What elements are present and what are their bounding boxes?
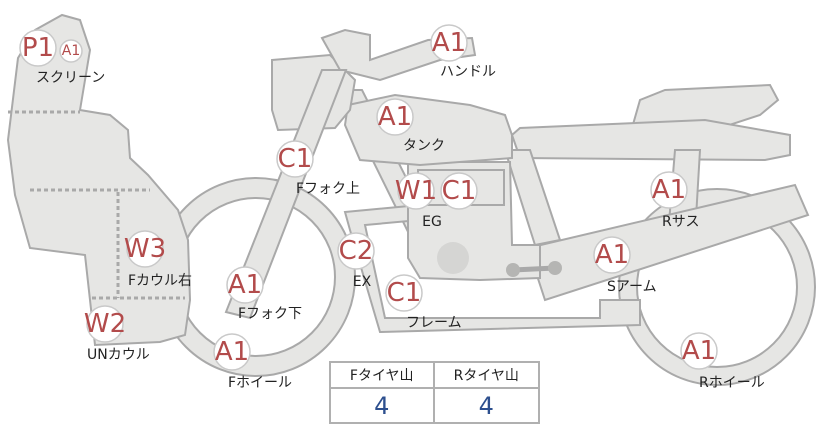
engine-plug-shape — [437, 242, 469, 274]
part-label: ハンドル — [440, 64, 496, 80]
grade-badge — [213, 333, 251, 371]
grade-badge — [650, 171, 688, 209]
grade-code: C1 — [278, 144, 313, 174]
part-label: タンク — [403, 138, 445, 154]
part-label: フレーム — [406, 315, 462, 331]
grade-code: C1 — [387, 278, 422, 308]
grade-code: P1 — [22, 33, 54, 63]
grade-code: W1 — [395, 176, 437, 206]
grade-badge — [430, 24, 468, 62]
part-label: Rサス — [662, 214, 699, 230]
grade-badge — [126, 230, 164, 268]
front-tire-value: 4 — [331, 389, 435, 422]
front-tire-header: Fタイヤ山 — [331, 363, 435, 389]
grade-code: A1 — [378, 102, 412, 132]
grade-code: A1 — [228, 270, 262, 300]
grade-code: A1 — [682, 336, 716, 366]
tank-shape — [343, 93, 513, 167]
grade-badge — [59, 39, 83, 63]
part-label: Fフォク下 — [238, 306, 302, 322]
seat-shape — [510, 118, 791, 162]
grade-badge — [337, 232, 375, 270]
rear-tire-header: Rタイヤ山 — [434, 363, 538, 389]
grade-badge — [385, 274, 423, 312]
grade-badge — [593, 236, 631, 274]
grade-code: A1 — [432, 28, 466, 58]
grade-code: A1 — [652, 175, 686, 205]
part-handle: A1 ハンドル — [430, 24, 496, 80]
part-label: UNカウル — [87, 347, 150, 363]
part-label: Rホイール — [699, 375, 765, 391]
part-label: Fフォク上 — [296, 181, 360, 197]
grade-badge — [680, 332, 718, 370]
grade-code: A1 — [595, 240, 629, 270]
grade-code: C2 — [339, 236, 374, 266]
tire-tread-table: Fタイヤ山 Rタイヤ山 4 4 — [329, 361, 540, 424]
part-label: EX — [353, 274, 372, 290]
grade-code: A1 — [62, 43, 80, 59]
grade-badge — [226, 266, 264, 304]
grade-badge — [276, 140, 314, 178]
rear-tire-value: 4 — [478, 391, 494, 420]
swingarm-shape — [526, 183, 810, 302]
grade-code: A1 — [215, 337, 249, 367]
part-label: Fカウル右 — [128, 273, 192, 289]
grade-badge — [440, 172, 478, 210]
subframe-shape — [503, 149, 562, 247]
grade-code: W2 — [84, 309, 126, 339]
grade-badge — [376, 98, 414, 136]
part-label: Fホイール — [228, 375, 292, 391]
grade-badge — [397, 172, 435, 210]
grade-badge — [86, 305, 124, 343]
part-screen: P1 A1 スクリーン — [19, 29, 105, 86]
front-fork-shape — [224, 69, 348, 320]
grade-code: W3 — [124, 234, 166, 264]
part-label: スクリーン — [36, 70, 105, 86]
part-label: Sアーム — [607, 279, 657, 295]
shifter-shape — [512, 265, 556, 273]
grade-code: C1 — [442, 176, 477, 206]
part-frame: C1 フレーム — [385, 274, 462, 331]
part-tank: A1 タンク — [376, 98, 445, 154]
part-label: EG — [422, 214, 442, 230]
grade-badge — [19, 29, 57, 67]
